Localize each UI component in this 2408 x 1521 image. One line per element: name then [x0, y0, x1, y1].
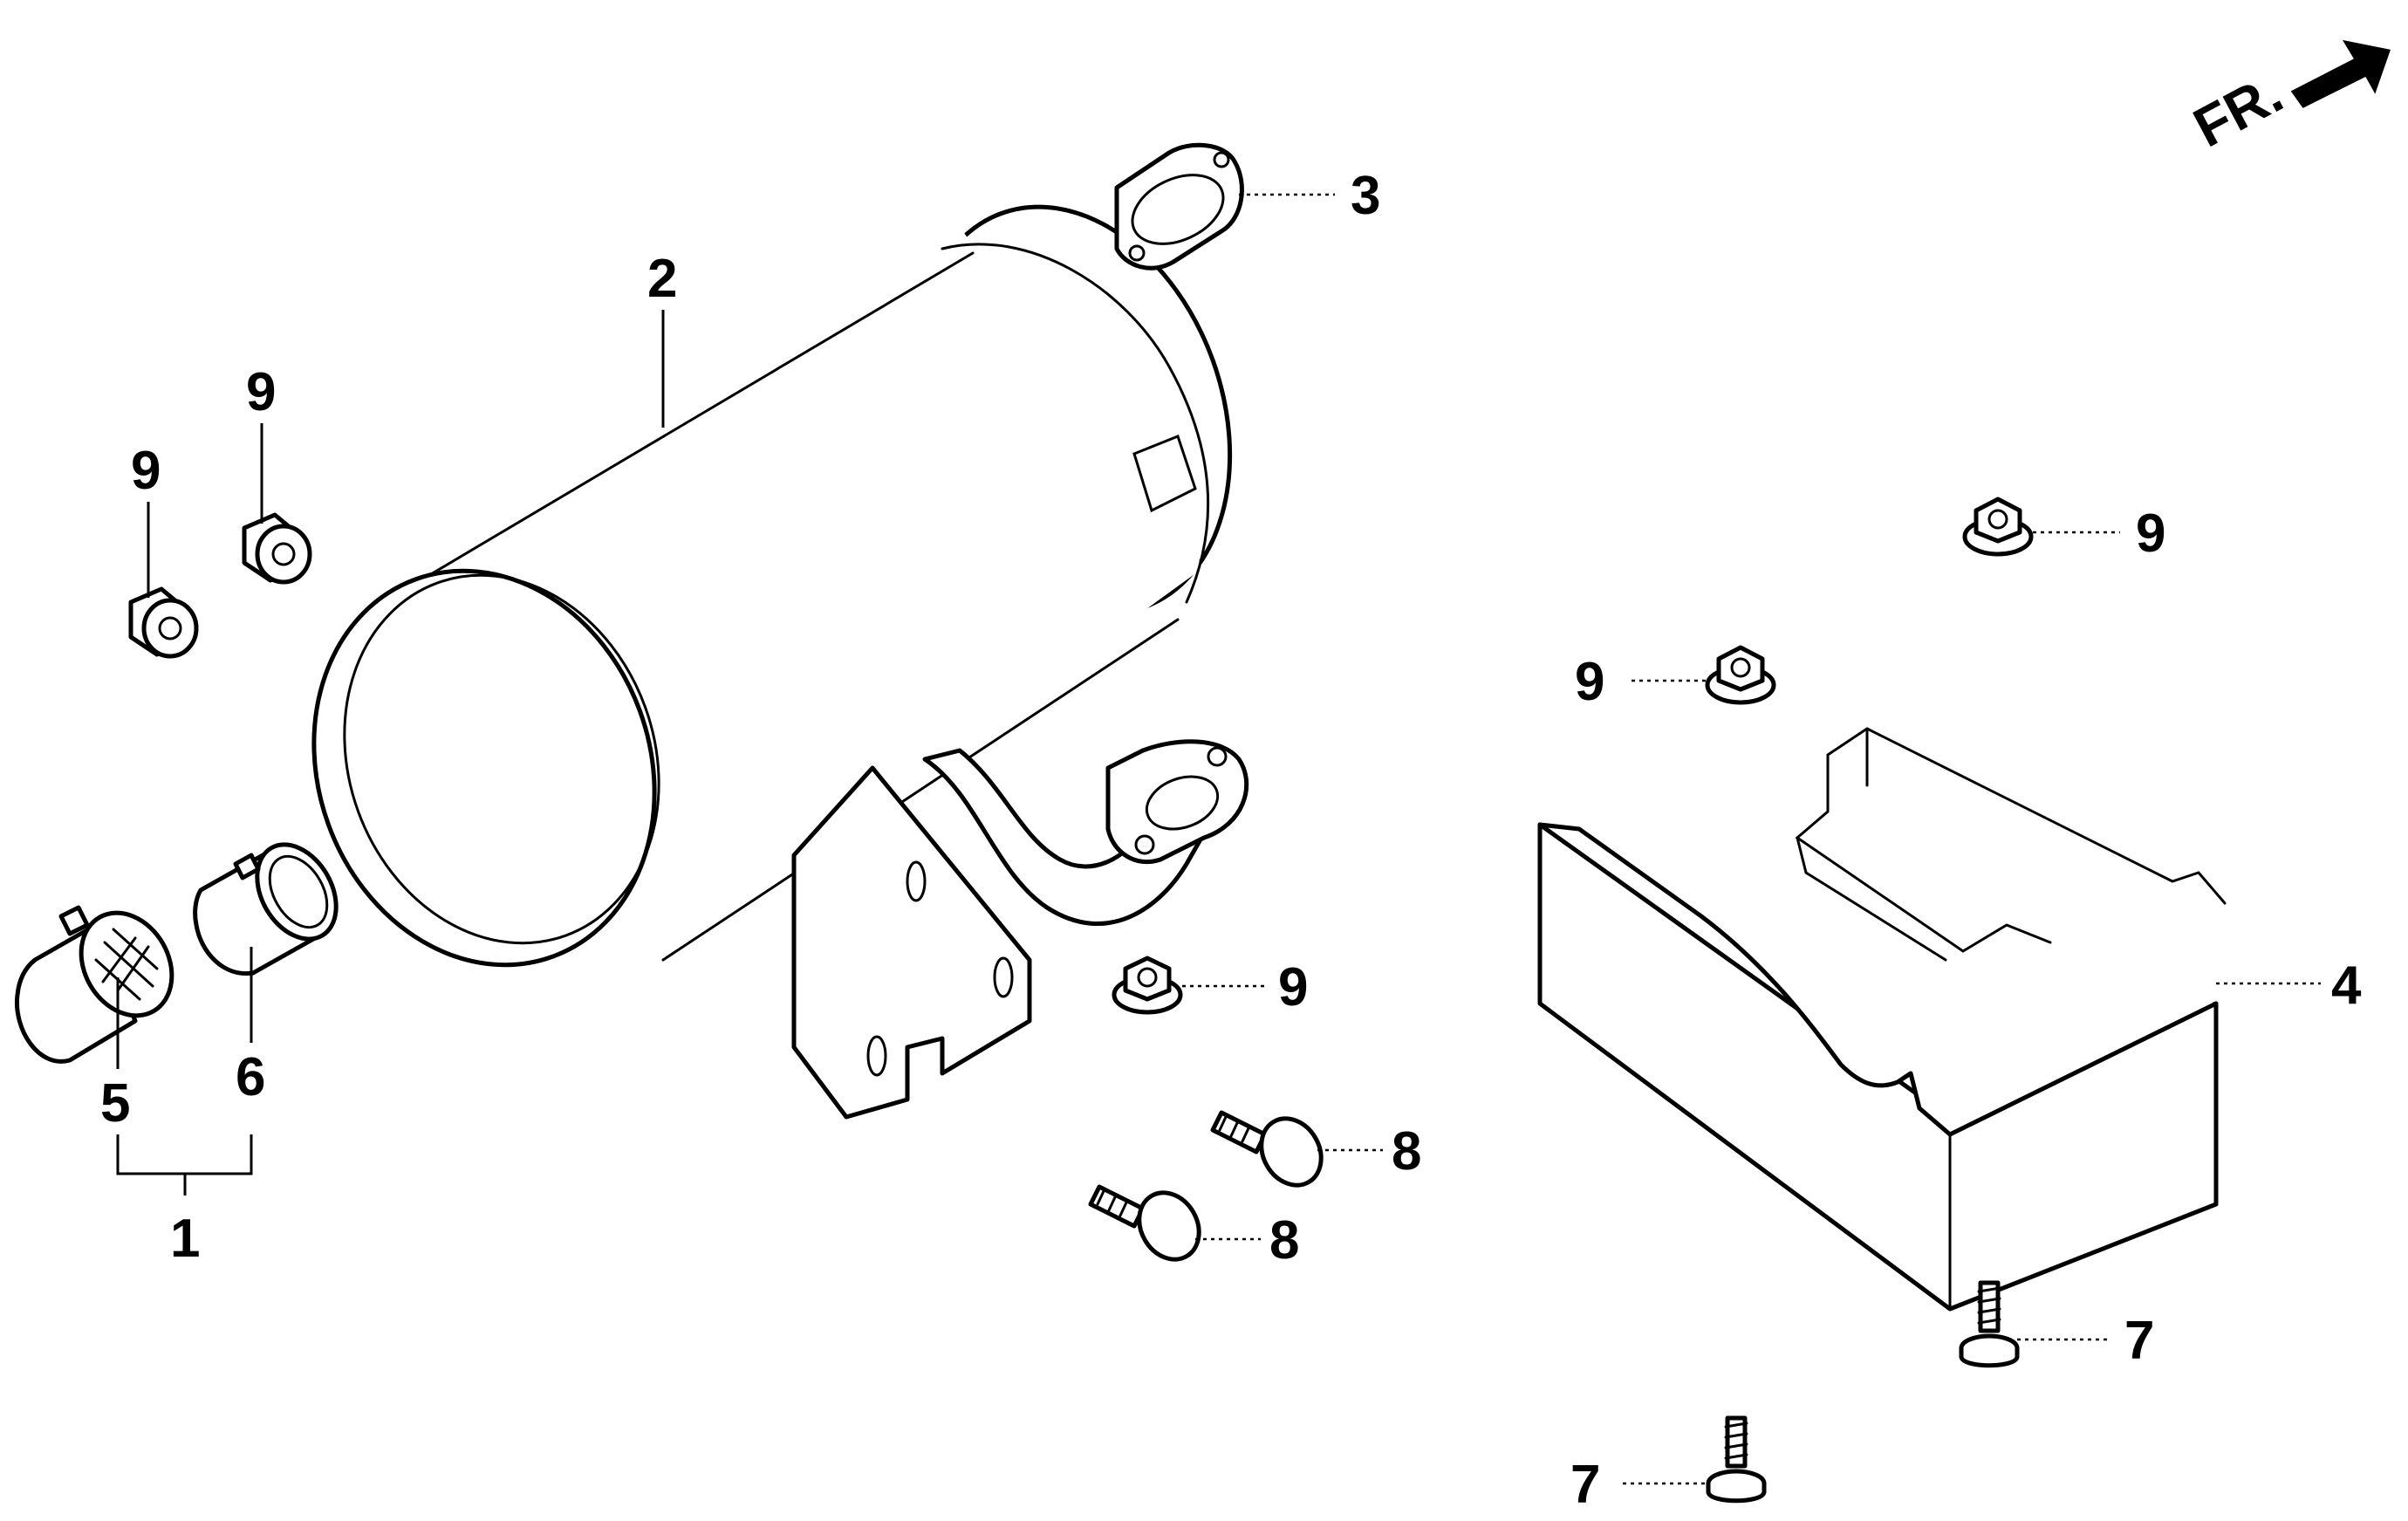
front-direction-arrow-icon [2290, 39, 2391, 108]
callout-8-upper: 8 [1392, 1121, 1421, 1182]
screw-lower [1088, 1184, 1201, 1262]
callout-9-right-lower: 9 [1575, 652, 1604, 712]
callout-6: 6 [236, 1047, 265, 1107]
callout-numbers: 1 2 3 4 5 6 7 7 8 8 9 9 9 9 9 [100, 166, 2362, 1515]
callout-9-left: 9 [131, 441, 161, 501]
flange-nut-right-upper [1962, 497, 2034, 557]
flange-bolt-lower [1706, 1415, 1767, 1504]
muffler [311, 204, 1249, 1120]
callout-3: 3 [1351, 166, 1380, 226]
callout-7-lower: 7 [1570, 1455, 1600, 1515]
callout-9-upper-left: 9 [246, 362, 276, 422]
flange-nut-center [1112, 956, 1183, 1015]
callout-5: 5 [100, 1073, 130, 1134]
callout-9-center: 9 [1278, 957, 1308, 1017]
front-direction-marker: FR. [2184, 39, 2391, 159]
flange-nut-upper-left [242, 512, 312, 585]
screw-upper [1210, 1110, 1324, 1188]
spark-arrester-screen [14, 905, 174, 1064]
flange-nut-right-lower [1705, 645, 1776, 705]
callout-9-right-upper: 9 [2136, 504, 2165, 564]
callout-4: 4 [2331, 956, 2362, 1016]
callout-7-upper: 7 [2124, 1311, 2154, 1371]
leader-lines [116, 193, 2321, 1485]
flange-bolt-upper [1959, 1280, 2020, 1368]
callout-8-lower: 8 [1269, 1210, 1299, 1271]
flange-nut-left [128, 586, 199, 659]
spark-arrester-pipe [193, 842, 339, 976]
muffler-protector [1537, 727, 2227, 1312]
callout-1: 1 [170, 1209, 200, 1269]
exhaust-gasket [1114, 142, 1244, 271]
front-direction-label: FR. [2184, 61, 2293, 159]
callout-2: 2 [647, 249, 677, 309]
